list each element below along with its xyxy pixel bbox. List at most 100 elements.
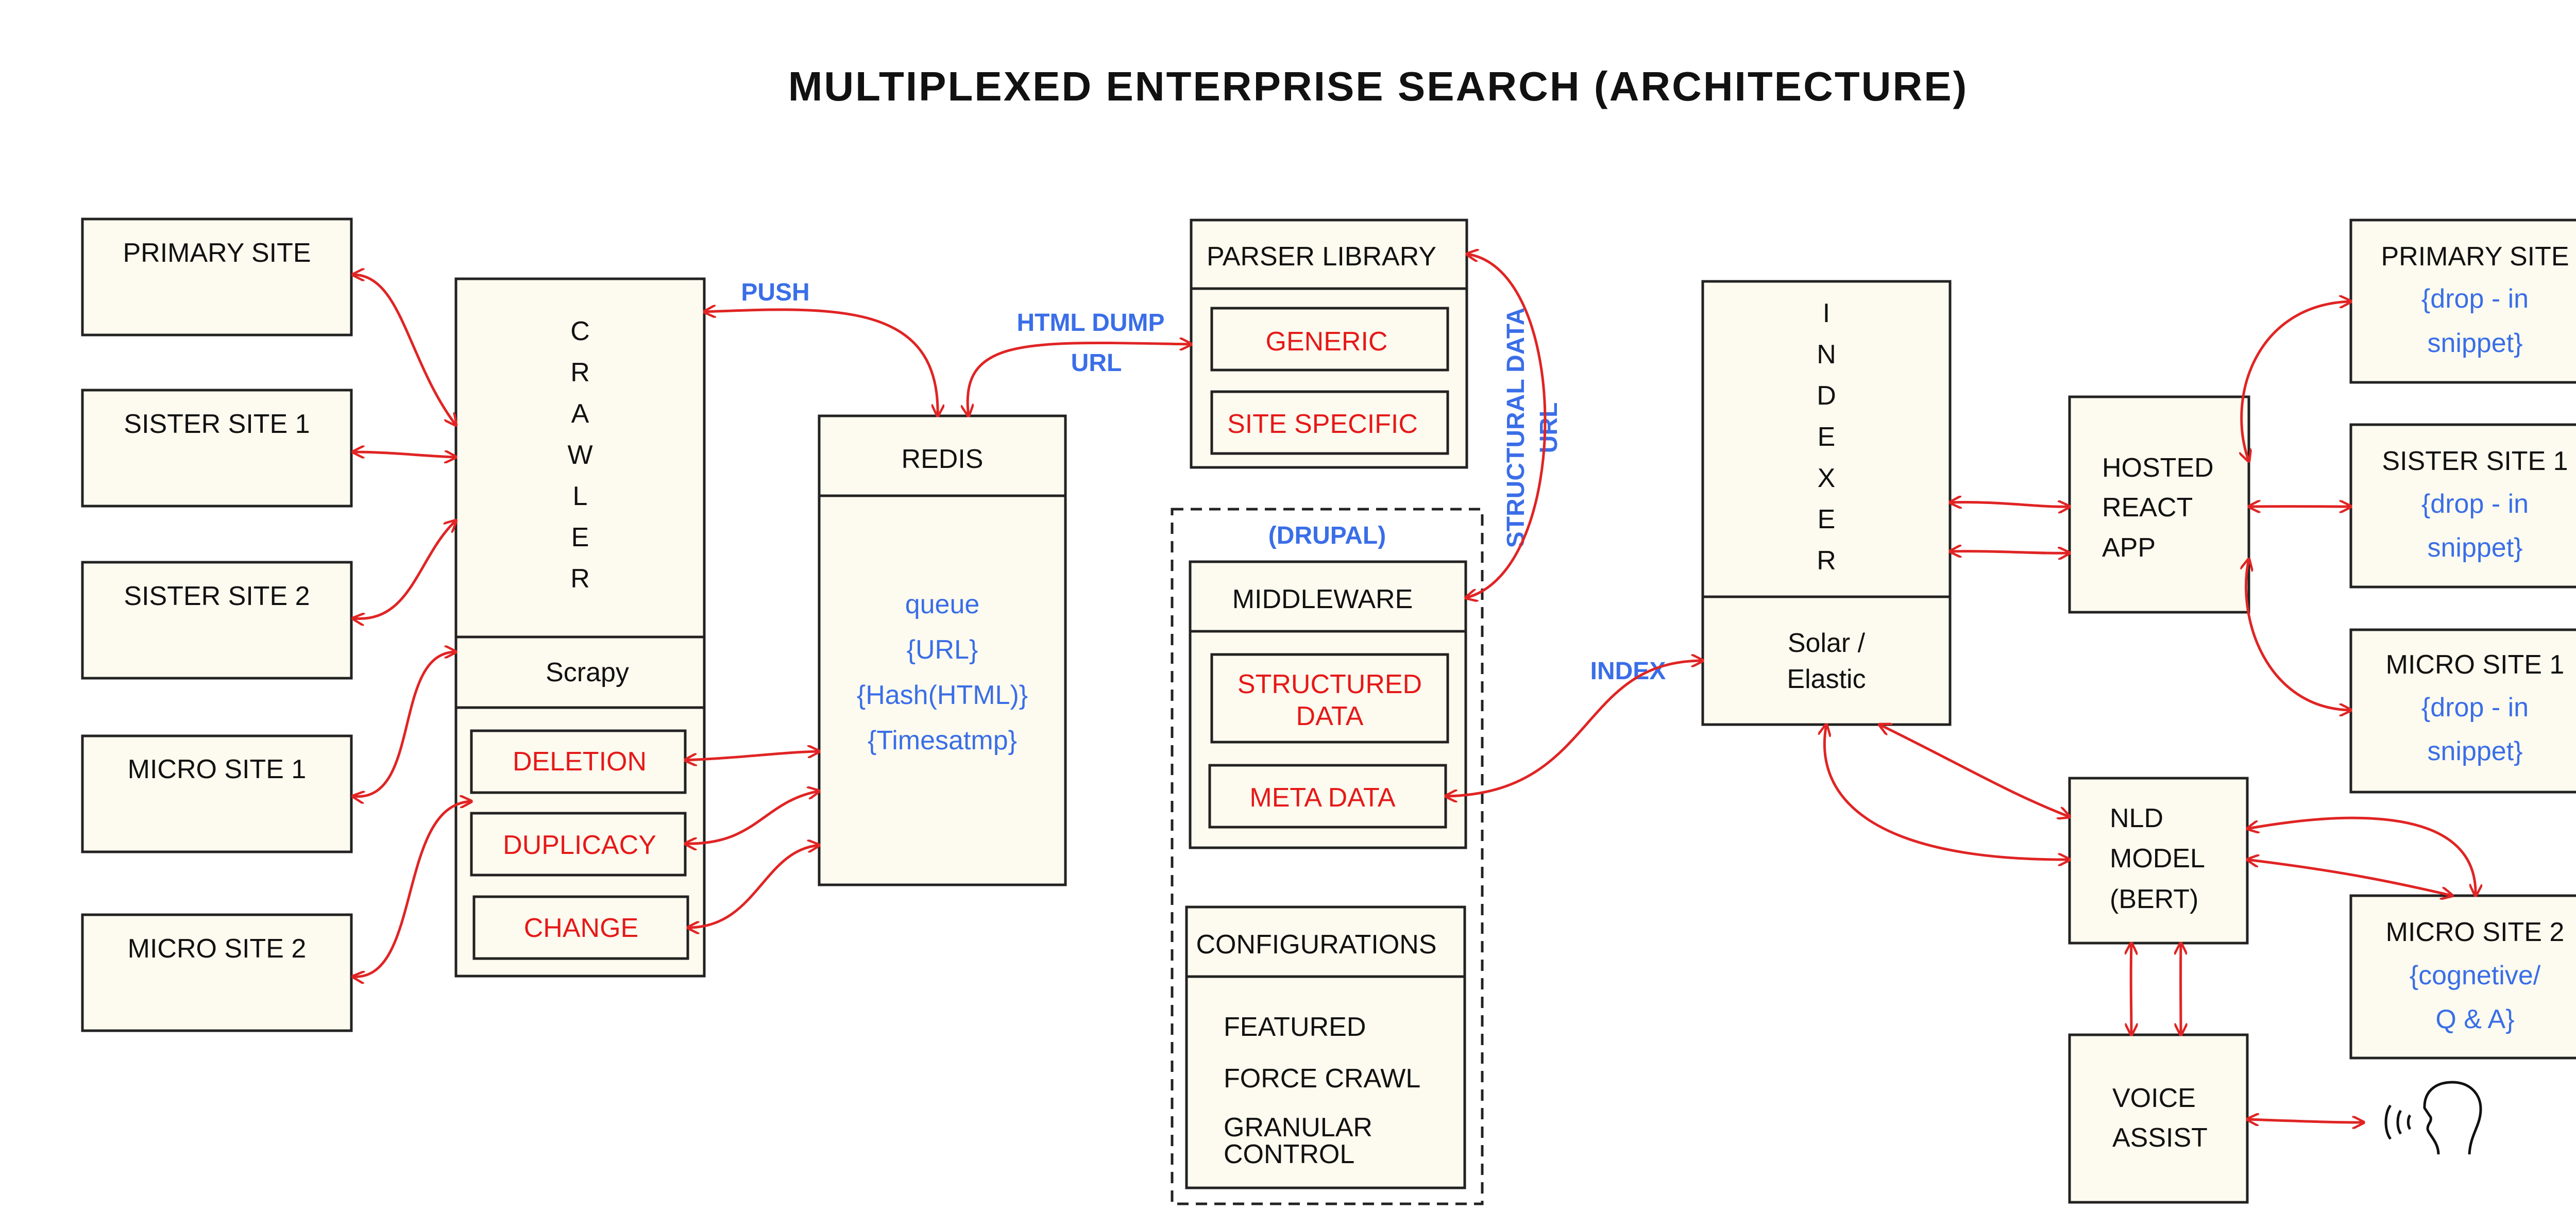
arrow-app-primary: [2242, 301, 2351, 461]
indexer-engine-line: Elastic: [1787, 664, 1866, 694]
nld-model: NLD MODEL (BERT): [2068, 777, 2249, 945]
arrow-voice-user: [2247, 1119, 2364, 1122]
generic-parser-label: GENERIC: [1266, 327, 1388, 357]
hosted-app-line: APP: [2102, 533, 2156, 563]
crawler-letter: C: [570, 316, 590, 346]
middleware-title: MIDDLEWARE: [1232, 584, 1413, 614]
redis-line: {URL}: [907, 635, 978, 665]
parser-library: PARSER LIBRARY GENERIC SITE SPECIFIC: [1190, 219, 1468, 469]
arrow-deletion-redis: [685, 751, 819, 760]
arrow-change-redis: [688, 845, 819, 928]
arrow-nld-micro2-2: [2247, 860, 2452, 896]
arrow-indexer-app-2: [1950, 551, 2070, 553]
voice-line: VOICE: [2112, 1083, 2196, 1113]
left-site-label: PRIMARY SITE: [123, 238, 311, 268]
right-site-micro-1: MICRO SITE 1 {drop - in snippet}: [2349, 628, 2576, 794]
redis-line: {Timesatmp}: [868, 726, 1017, 755]
index-label: INDEX: [1590, 658, 1666, 685]
duplicacy-label: DUPLICACY: [503, 830, 656, 860]
right-site-sub: snippet}: [2427, 328, 2522, 358]
right-site-sub: {drop - in: [2421, 489, 2529, 519]
redis-component: REDIS queue {URL} {Hash(HTML)} {Timesatm…: [818, 414, 1067, 886]
url-label: URL: [1071, 349, 1122, 377]
arrow-app-micro1: [2246, 559, 2351, 710]
indexer-letter: D: [1817, 381, 1836, 411]
site-specific-parser-label: SITE SPECIFIC: [1227, 409, 1418, 439]
indexer-letter: X: [1818, 463, 1836, 493]
left-site-sister-1: SISTER SITE 1: [81, 389, 353, 508]
indexer-letter: R: [1817, 546, 1836, 576]
diagram-title: MULTIPLEXED ENTERPRISE SEARCH (ARCHITECT…: [788, 63, 1969, 109]
left-site-label: SISTER SITE 1: [124, 409, 310, 439]
right-site-label: PRIMARY SITE: [2381, 242, 2569, 272]
nld-line: NLD: [2110, 803, 2163, 833]
right-site-sister-1: SISTER SITE 1 {drop - in snippet}: [2349, 423, 2576, 589]
left-site-label: MICRO SITE 1: [128, 754, 307, 784]
crawler-letter: W: [567, 440, 592, 470]
arrow-micro1-crawler: [353, 652, 456, 797]
right-site-micro-2: MICRO SITE 2 {cognetive/ Q & A}: [2349, 894, 2576, 1060]
crawler-letter: R: [570, 564, 590, 594]
crawler-letter: L: [573, 481, 588, 511]
left-site-micro-1: MICRO SITE 1: [81, 734, 353, 853]
redis-line: {Hash(HTML)}: [857, 680, 1028, 710]
arrow-indexer-nld-2: [1879, 725, 2070, 817]
arrow-sister2-crawler: [353, 520, 456, 619]
arrow-sister1-crawler: [353, 452, 456, 457]
speaking-user-icon: [2384, 1081, 2482, 1155]
right-site-sub: {drop - in: [2421, 693, 2529, 723]
crawler-letter: A: [571, 399, 589, 429]
indexer-engine-line: Solar /: [1788, 628, 1866, 658]
structural-data-label: STRUCTURAL DATA: [1502, 308, 1530, 548]
right-site-sub: {drop - in: [2421, 284, 2529, 314]
connectors: [353, 254, 2476, 1122]
right-site-sub: snippet}: [2427, 533, 2522, 563]
voice-line: ASSIST: [2112, 1123, 2208, 1153]
crawler-component: C R A W L E R Scrapy DELETION DUPLICACY …: [454, 277, 706, 978]
indexer-letter: E: [1818, 505, 1836, 534]
arrow-redis-parser: [968, 343, 1191, 416]
arrow-indexer-app-1: [1950, 502, 2070, 507]
redis-title: REDIS: [902, 444, 984, 474]
indexer-letter: N: [1817, 340, 1836, 370]
indexer-letter: I: [1823, 298, 1830, 328]
config-item: FEATURED: [1224, 1012, 1366, 1042]
hosted-app-line: REACT: [2102, 493, 2193, 523]
scrapy-label: Scrapy: [546, 658, 629, 687]
arrow-nld-micro2-1: [2247, 816, 2476, 896]
change-label: CHANGE: [524, 913, 638, 943]
crawler-letter: E: [571, 523, 589, 552]
voice-assist: VOICE ASSIST: [2068, 1033, 2249, 1204]
nld-line: MODEL: [2110, 844, 2205, 874]
right-site-label: SISTER SITE 1: [2382, 446, 2568, 476]
right-site-sub: Q & A}: [2435, 1004, 2514, 1034]
crawler-letter: R: [570, 358, 590, 388]
left-site-sister-2: SISTER SITE 2: [81, 561, 353, 680]
left-site-label: MICRO SITE 2: [128, 934, 307, 964]
arrow-metadata-indexer: [1446, 661, 1703, 796]
drupal-label: (DRUPAL): [1268, 522, 1386, 549]
nld-line: (BERT): [2110, 884, 2198, 914]
right-site-label: MICRO SITE 2: [2386, 917, 2565, 947]
meta-data-label: META DATA: [1249, 783, 1395, 813]
url-vertical-label: URL: [1535, 402, 1563, 454]
html-dump-label: HTML DUMP: [1016, 309, 1164, 337]
right-site-sub: {cognetive/: [2410, 961, 2541, 990]
arrow-primary-crawler: [353, 275, 456, 425]
right-site-primary: PRIMARY SITE {drop - in snippet}: [2349, 219, 2576, 384]
push-label: PUSH: [741, 279, 809, 306]
arrow-parser-middleware: [1466, 254, 1547, 598]
arrow-micro2-crawler: [353, 801, 471, 977]
configurations-title: CONFIGURATIONS: [1196, 930, 1436, 960]
deletion-label: DELETION: [513, 747, 647, 777]
hosted-react-app: HOSTED REACT APP: [2068, 395, 2250, 614]
indexer-component: I N D E X E R Solar / Elastic: [1701, 280, 1952, 726]
right-site-sub: snippet}: [2427, 736, 2522, 766]
right-site-label: MICRO SITE 1: [2386, 650, 2565, 680]
config-item: FORCE CRAWL: [1224, 1064, 1420, 1094]
left-site-primary: PRIMARY SITE: [81, 217, 353, 337]
